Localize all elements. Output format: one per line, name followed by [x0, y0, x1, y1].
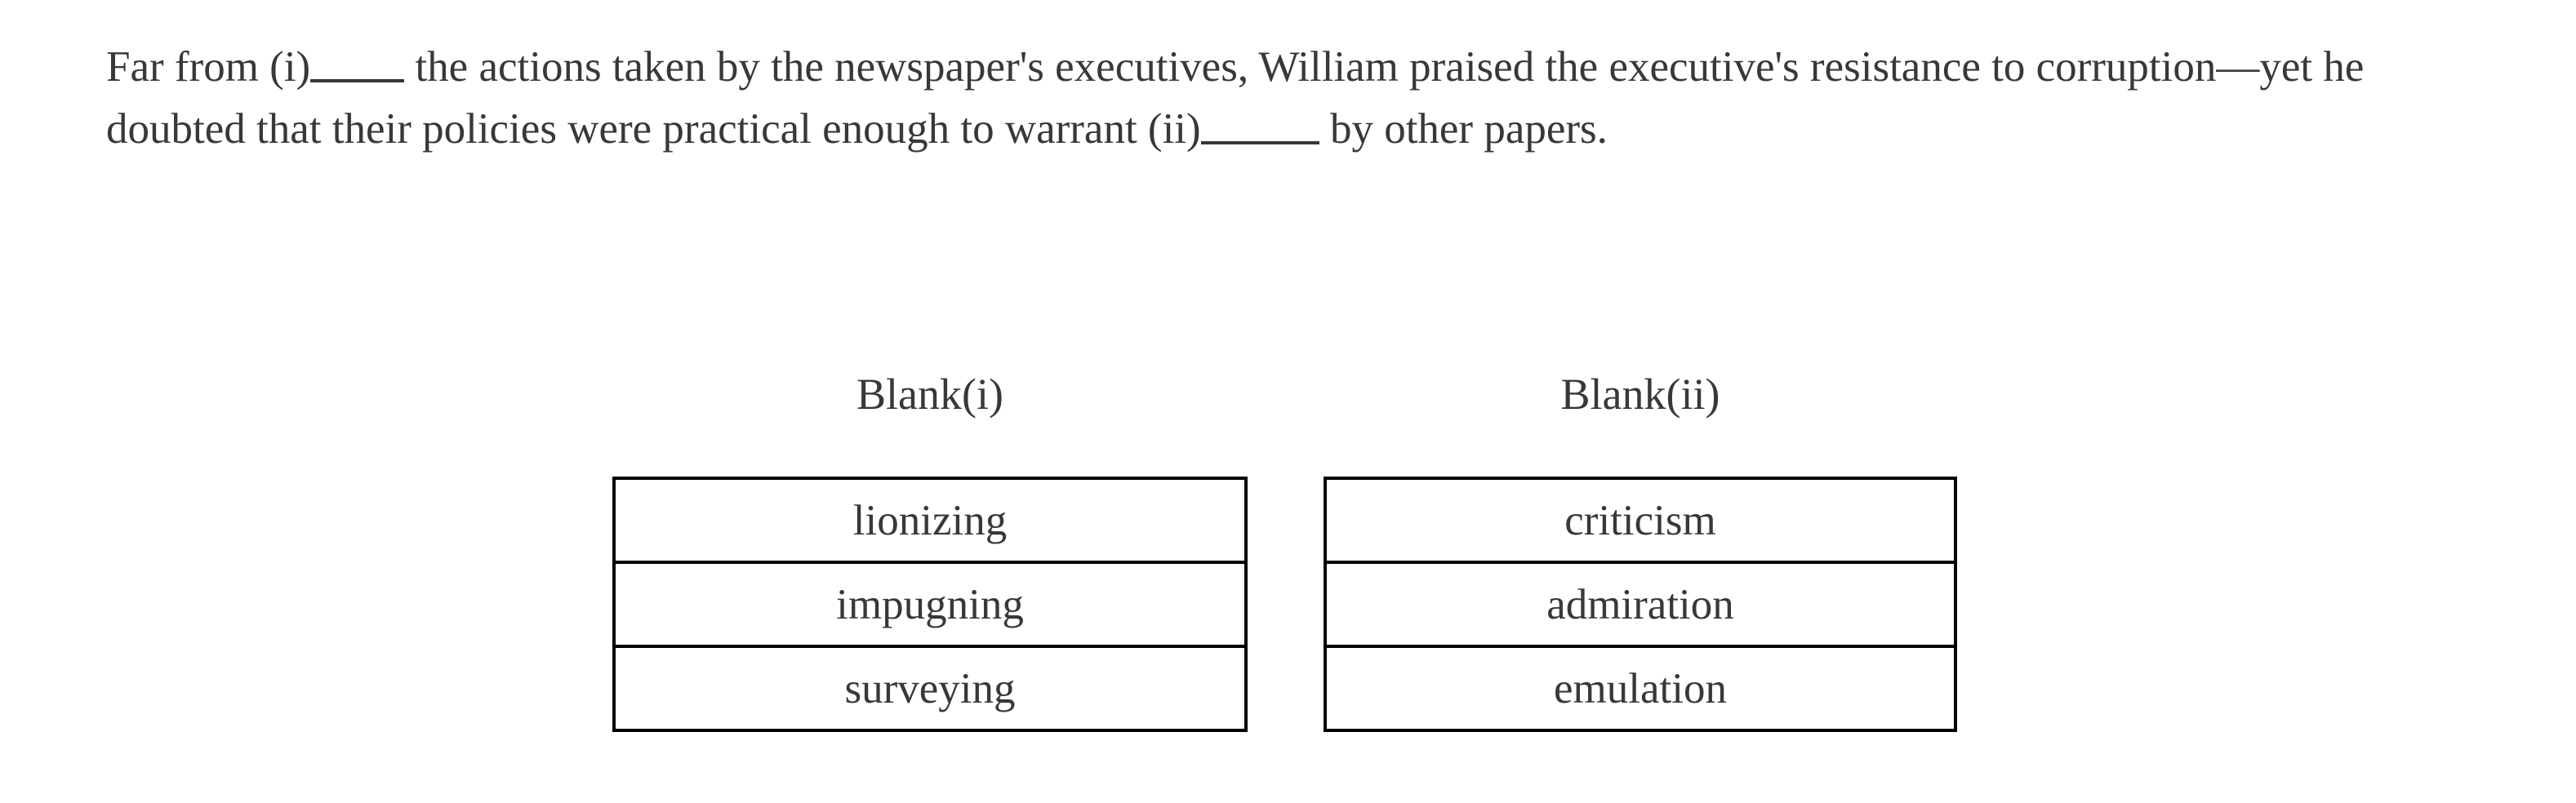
passage-text-between-blanks: the actions taken by the newspaper's exe…: [106, 43, 2365, 153]
blank-i-option-3[interactable]: surveying: [844, 664, 1016, 712]
blank-i-option-2[interactable]: impugning: [616, 564, 1244, 648]
blank-i-underline: [310, 71, 405, 82]
passage-text-before-blank-i: Far from (i): [106, 43, 311, 91]
blank-i-option-1[interactable]: lionizing: [616, 480, 1244, 564]
blank-ii-option-2[interactable]: admiration: [1327, 564, 1954, 648]
question-passage: Far from (i) the actions taken by the ne…: [106, 36, 2474, 160]
blank-ii-options-table: criticism admiration emulation: [1324, 477, 1957, 732]
blank-i-options-table: lionizing impugning surveying: [612, 477, 1248, 732]
blank-ii-option-3[interactable]: emulation: [1554, 664, 1727, 712]
passage-text-after-blank-ii: by other papers.: [1319, 105, 1608, 153]
blank-i-header: Blank(i): [856, 370, 1003, 419]
blank-ii-option-1[interactable]: criticism: [1327, 480, 1954, 564]
blank-ii-header: Blank(ii): [1560, 370, 1720, 419]
blank-ii-underline: [1200, 133, 1319, 144]
